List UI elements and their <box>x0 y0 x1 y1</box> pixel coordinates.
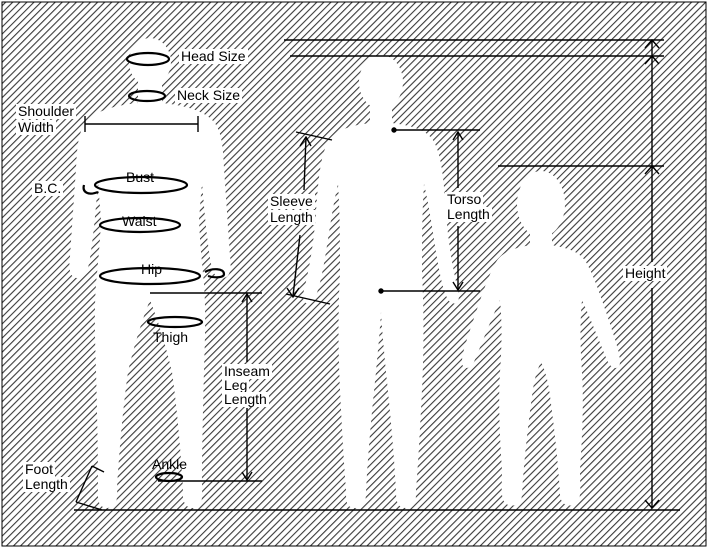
wrist-arc <box>204 268 226 279</box>
label-torso-length-line2: Length <box>445 206 492 222</box>
hip-ring <box>98 266 202 286</box>
label-bust: Bust <box>126 169 155 185</box>
inseam-dimension <box>150 292 262 482</box>
label-inseam-line1: Inseam <box>222 363 272 379</box>
label-bc: B.C. <box>32 180 64 196</box>
bust-ring <box>93 175 189 195</box>
adult-figure-left <box>69 38 231 508</box>
label-height: Height <box>623 265 668 281</box>
adult-figure-middle <box>303 55 459 508</box>
bc-arc <box>82 184 99 195</box>
label-thigh: Thigh <box>153 329 189 345</box>
shoulder-width-bracket <box>84 116 199 132</box>
head-size-ring <box>125 51 171 67</box>
sleeve-length-dimension <box>285 131 333 305</box>
neck-size-ring <box>127 89 167 103</box>
label-torso-length-line1: Torso <box>445 191 484 207</box>
waist-ring <box>98 216 182 234</box>
child-figure <box>462 171 620 506</box>
label-waist: Waist <box>122 213 157 229</box>
label-neck-size: Neck Size <box>175 87 243 103</box>
height-dimension <box>284 38 664 510</box>
foot-length-dimension <box>75 465 105 511</box>
label-shoulder-width-line2: Width <box>16 119 56 135</box>
label-head-size: Head Size <box>179 48 248 64</box>
thigh-ring <box>146 315 204 329</box>
torso-length-dimension <box>378 127 480 294</box>
label-inseam-line2: Leg <box>222 377 250 393</box>
label-ankle: Ankle <box>152 456 188 472</box>
label-sleeve-length-line1: Sleeve <box>268 193 315 209</box>
label-foot-length-line2: Length <box>23 476 70 492</box>
label-shoulder-width-line1: Shoulder <box>16 103 77 119</box>
label-foot-length-line1: Foot <box>23 461 56 477</box>
label-inseam-line3: Length <box>222 391 269 407</box>
label-hip: Hip <box>141 261 163 277</box>
label-sleeve-length-line2: Length <box>268 209 315 225</box>
